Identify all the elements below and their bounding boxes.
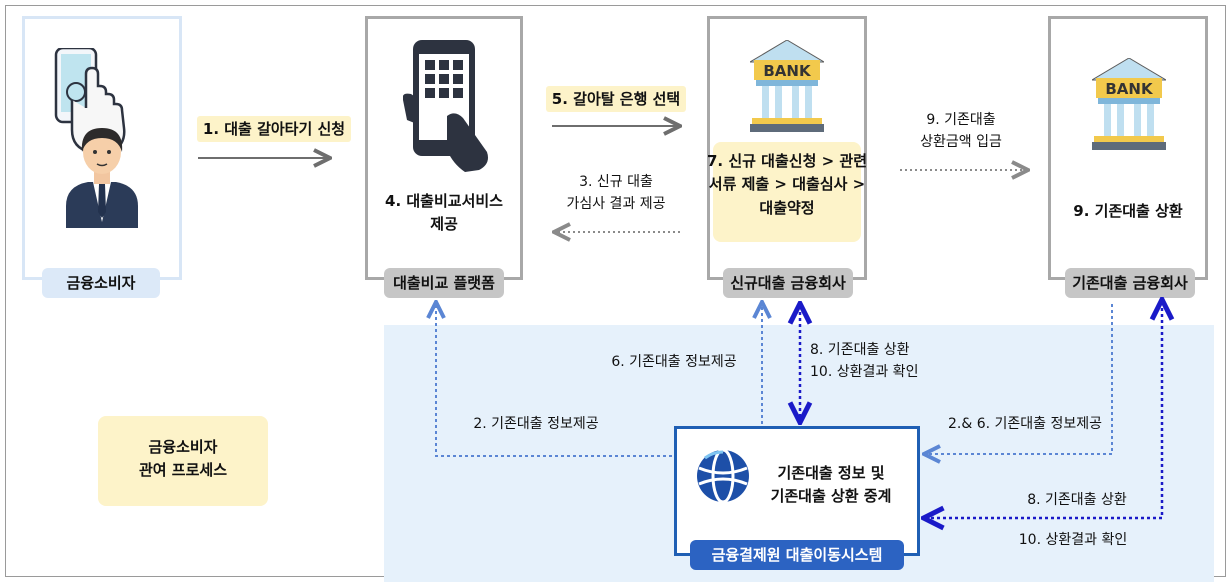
step-3-line2: 가심사 결과 제공: [566, 195, 666, 212]
new-bank-label-line1: 7. 신규 대출신청 > 관련: [707, 152, 867, 170]
step-8-10-label: 8. 기존대출 상환 10. 상환결과 확인: [810, 340, 950, 383]
globe-icon: [697, 448, 749, 504]
new-bank-tag: 신규대출 금융회사: [723, 268, 853, 298]
step-3-label: 3. 신규 대출 가심사 결과 제공: [546, 172, 686, 215]
step-3-line1: 3. 신규 대출: [579, 174, 653, 190]
arrow-step-2-6: [926, 304, 1113, 454]
platform-label-line1: 4. 대출비교서비스: [385, 192, 503, 210]
step-10-label: 10. 상환결과 확인: [1018, 532, 1128, 548]
arrow-step-2: [436, 304, 672, 457]
smartphone-icon: [403, 40, 488, 172]
new-bank-label: 7. 신규 대출신청 > 관련 서류 제출 > 대출심사 > 대출약정: [707, 150, 867, 220]
legend-line2: 관여 프로세스: [138, 461, 228, 480]
bank-icon: BANK: [750, 40, 824, 132]
arrow-step-8-old: [926, 302, 1162, 518]
system-tag: 금융결제원 대출이동시스템: [690, 540, 904, 570]
new-bank-label-bg: [713, 142, 861, 242]
step-5-label: 5. 갈아탈 은행 선택: [532, 86, 700, 112]
legend-box: [98, 416, 268, 506]
legend-line1: 금융소비자: [148, 438, 218, 456]
consumer-tag: 금융소비자: [42, 268, 160, 298]
old-bank-tag: 기존대출 금융회사: [1065, 268, 1195, 298]
step-9-deposit-label: 9. 기존대출 상환금액 입금: [886, 110, 1036, 153]
step-1-text: 1. 대출 갈아타기 신청: [196, 116, 352, 142]
platform-label: 4. 대출비교서비스 제공: [365, 190, 523, 237]
bank-icon-text: BANK: [1105, 80, 1154, 98]
person-icon: [66, 128, 138, 228]
system-label-line2: 기존대출 상환 중계: [770, 487, 892, 506]
platform-label-line2: 제공: [430, 215, 458, 234]
step-6-label: 6. 기존대출 정보제공: [611, 354, 737, 370]
system-label: 기존대출 정보 및 기존대출 상환 중계: [746, 462, 916, 509]
new-bank-label-line3: 대출약정: [759, 198, 815, 217]
step-5-text: 5. 갈아탈 은행 선택: [545, 86, 687, 112]
platform-tag: 대출비교 플랫폼: [384, 268, 504, 298]
step-9-deposit-line2: 상환금액 입금: [920, 133, 1002, 150]
step-8-10-line2: 10. 상환결과 확인: [810, 363, 919, 380]
step-2-label: 2. 기존대출 정보제공: [473, 416, 599, 432]
legend-label: 금융소비자 관여 프로세스: [98, 436, 268, 483]
new-bank-label-line2: 서류 제출 > 대출심사 >: [708, 175, 866, 194]
bank-icon: BANK: [1092, 58, 1166, 150]
step-9-deposit-line1: 9. 기존대출: [926, 112, 996, 128]
bank-icon-text: BANK: [763, 62, 812, 80]
old-bank-label: 9. 기존대출 상환: [1073, 202, 1183, 220]
step-8-10-line1: 8. 기존대출 상환: [810, 342, 910, 358]
step-1-label: 1. 대출 갈아타기 신청: [190, 116, 358, 142]
system-label-line1: 기존대출 정보 및: [777, 464, 885, 482]
